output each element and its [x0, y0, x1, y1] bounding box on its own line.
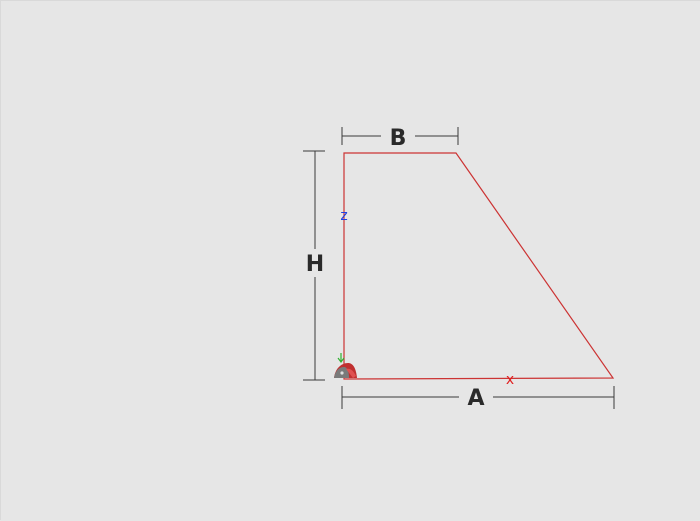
trapezoid-outline: [343, 152, 615, 380]
axis-z-label: z: [340, 208, 347, 224]
dimension-b[interactable]: B: [341, 126, 459, 151]
dimension-h[interactable]: H: [303, 150, 325, 381]
dimension-a[interactable]: A: [341, 386, 615, 411]
axis-x-label: x: [506, 372, 514, 388]
dimension-h-label: H: [306, 252, 324, 277]
dimension-a-label: A: [467, 386, 484, 411]
dimension-b-label: B: [390, 126, 407, 151]
origin-triad-icon: [334, 353, 357, 378]
